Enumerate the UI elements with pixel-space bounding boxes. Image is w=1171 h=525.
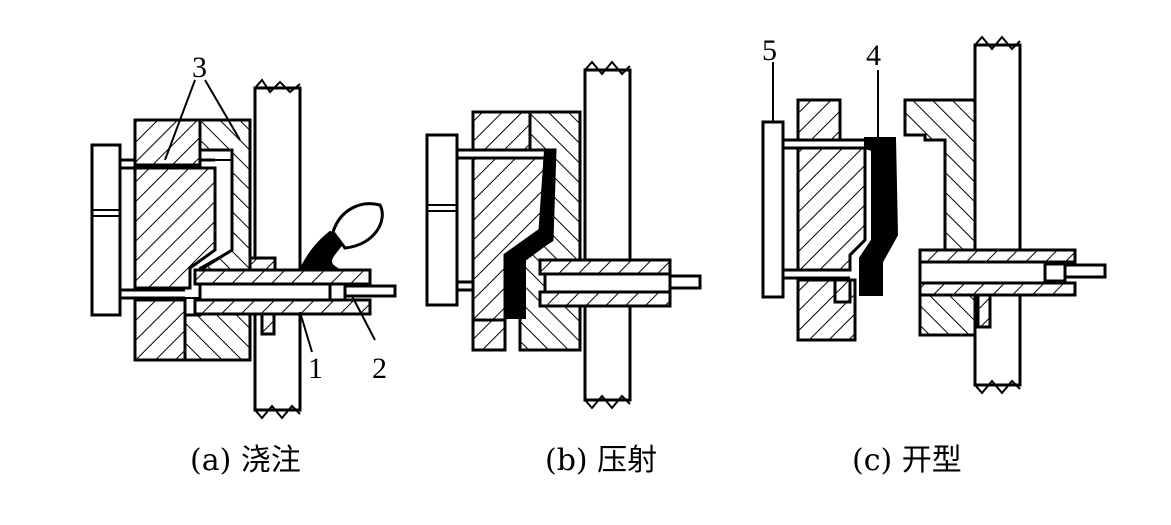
callout-label-1: 1: [308, 352, 323, 385]
panel-b-injection: (b) 压射: [425, 60, 702, 478]
caption-b: (b) 压射: [545, 443, 657, 478]
panel-a-pouring: 3 1 2 (a) 浇注: [90, 51, 397, 478]
callout-label-2: 2: [372, 352, 387, 385]
caption-c: (c) 开型: [852, 443, 962, 478]
callout-label-4: 4: [866, 39, 881, 72]
callout-label-3: 3: [192, 51, 207, 84]
caption-a: (a) 浇注: [190, 443, 301, 478]
panel-c-mold-opening: 5 4 (c) 开型: [761, 34, 1107, 478]
callout-label-5: 5: [762, 34, 777, 67]
